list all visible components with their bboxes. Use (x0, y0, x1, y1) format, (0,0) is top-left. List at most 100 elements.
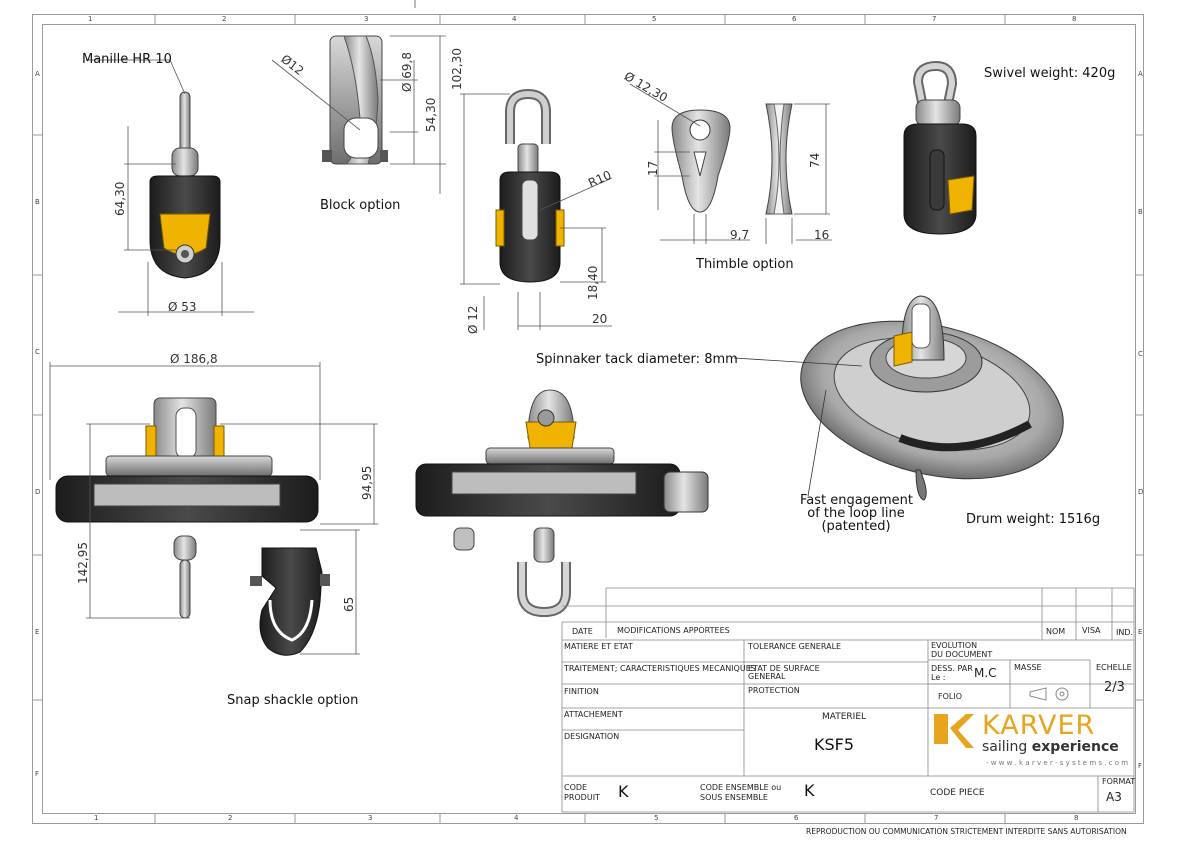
fast-engagement-line-1: Fast engagement (800, 493, 913, 508)
tb-code-produit-line-2: PRODUIT (564, 793, 600, 802)
tb-dess-2: Le : (931, 673, 946, 682)
karver-tagline-experience: experience (1031, 739, 1119, 755)
tb-dess-value: M.C (974, 666, 997, 680)
karver-tagline-sailing: sailing (982, 739, 1032, 755)
tb-masse: MASSE (1014, 663, 1042, 672)
tb-designation: DESIGNATION (564, 732, 620, 741)
tb-code-ensemble-line-2: SOUS ENSEMBLE (700, 793, 768, 802)
drum-dim-9495: 94,95 (360, 465, 374, 500)
grid-col-6-bottom: 6 (794, 814, 799, 822)
karver-tagline: sailing experience (982, 739, 1119, 755)
tb-protection: PROTECTION (748, 686, 800, 695)
manille-dim-height: 64,30 (113, 181, 127, 216)
grid-col-1: 1 (88, 15, 93, 23)
drum-dim-14295: 142,95 (76, 542, 90, 584)
grid-row-e: E (35, 628, 40, 636)
footer-notice: REPRODUCTION OU COMMUNICATION STRICTEMEN… (806, 827, 1127, 836)
tb-matiere: MATIERE ET ETAT (564, 642, 633, 651)
drum-dim-65: 65 (342, 596, 356, 612)
tb-attachement: ATTACHEMENT (564, 710, 623, 719)
swivel-dim-10230: 102,30 (450, 48, 464, 90)
grid-row-b-right: B (1138, 208, 1143, 216)
karver-brand: KARVER (982, 710, 1096, 741)
grid-row-c-right: C (1138, 350, 1143, 358)
tb-code-produit-value: K (618, 782, 629, 801)
grid-row-a-right: A (1138, 70, 1143, 78)
thimble-dim-74: 74 (808, 152, 822, 168)
grid-row-b: B (35, 198, 40, 206)
grid-col-2: 2 (222, 15, 227, 23)
drum-dim-d1868: Ø 186,8 (170, 352, 218, 366)
tb-code-piece: CODE PIECE (930, 788, 985, 798)
grid-col-4: 4 (512, 15, 517, 23)
fast-engagement-line-3: (patented) (821, 519, 891, 534)
spinnaker-label: Spinnaker tack diameter: 8mm (536, 352, 738, 367)
block-dim-5430: 54,30 (424, 97, 438, 132)
grid-col-7-bottom: 7 (934, 814, 939, 822)
tb-code-ensemble: CODE ENSEMBLE ou SOUS ENSEMBLE (700, 783, 781, 803)
thimble-label: Thimble option (696, 257, 794, 272)
thimble-dim-16: 16 (814, 228, 830, 242)
block-label: Block option (320, 198, 401, 213)
swivel-dim-d12: Ø 12 (466, 305, 480, 334)
tb-materiel: MATERIEL (822, 712, 867, 722)
tb-echelle-value: 2/3 (1104, 680, 1125, 695)
tb-code-produit: CODE PRODUIT (564, 783, 600, 803)
thimble-dim-97: 9,7 (730, 228, 750, 242)
manille-label: Manille HR 10 (82, 52, 172, 67)
thimble-dim-17: 17 (646, 160, 660, 176)
grid-col-2-bottom: 2 (228, 814, 233, 822)
block-dim-d69: Ø 69,8 (400, 52, 414, 92)
grid-row-e-right: E (1138, 628, 1143, 636)
tb-traitement: TRAITEMENT; CARACTERISTIQUES MECANIQUES (564, 664, 756, 673)
grid-col-3-bottom: 3 (368, 814, 373, 822)
tb-code-produit-line-1: CODE (564, 783, 588, 792)
swivel-dim-20: 20 (592, 312, 608, 326)
grid-col-6: 6 (792, 15, 797, 23)
grid-row-d: D (35, 488, 41, 496)
tb-dess-1: DESS. PAR (931, 664, 973, 673)
tb-nom: NOM (1046, 627, 1066, 636)
grid-col-5: 5 (652, 15, 657, 23)
karver-logo-mark (934, 714, 974, 748)
swivel-dim-1840: 18,40 (586, 265, 600, 300)
drawing-inner-frame (42, 24, 1136, 814)
tb-etat-1: ETAT DE SURFACE (748, 664, 820, 673)
drawing-outer-frame (32, 14, 1144, 824)
tb-code-ensemble-line-1: CODE ENSEMBLE ou (700, 783, 782, 792)
tb-folio: FOLIO (938, 692, 963, 701)
grid-col-8-bottom: 8 (1074, 814, 1079, 822)
drum-weight-label: Drum weight: 1516g (966, 512, 1101, 527)
grid-col-3: 3 (364, 15, 369, 23)
tb-modifications: MODIFICATIONS APPORTEES (617, 626, 730, 635)
tb-evolution-2: DU DOCUMENT (931, 650, 993, 659)
tb-tolerance: TOLERANCE GENERALE (748, 642, 842, 651)
tb-evolution-1: EVOLUTION (931, 641, 978, 650)
grid-row-f-right: F (1138, 762, 1143, 770)
tb-ind: IND. (1116, 628, 1134, 637)
fast-engagement-line-2: of the loop line (807, 506, 905, 521)
grid-row-a: A (35, 70, 40, 78)
swivel-weight-label: Swivel weight: 420g (984, 66, 1116, 81)
tb-format: FORMAT (1102, 777, 1136, 786)
grid-col-1-bottom: 1 (94, 814, 99, 822)
tb-visa: VISA (1082, 626, 1101, 635)
fast-engagement-label: Fast engagement of the loop line (patent… (800, 493, 913, 534)
grid-col-5-bottom: 5 (654, 814, 659, 822)
karver-url: - w w w . k a r v e r - s y s t e m s . … (986, 759, 1129, 767)
grid-col-7: 7 (932, 15, 937, 23)
snap-shackle-label: Snap shackle option (227, 693, 359, 708)
manille-dim-dia: Ø 53 (168, 300, 197, 314)
grid-row-f: F (35, 770, 40, 778)
tb-code-ensemble-value: K (804, 781, 815, 800)
tb-format-value: A3 (1106, 790, 1122, 804)
grid-col-4-bottom: 4 (514, 814, 519, 822)
tb-materiel-value: KSF5 (814, 735, 855, 754)
grid-col-8: 8 (1072, 15, 1077, 23)
grid-row-c: C (35, 348, 40, 356)
tb-finition: FINITION (564, 687, 599, 696)
tb-date: DATE (572, 627, 593, 636)
tb-echelle: ECHELLE (1096, 663, 1132, 672)
grid-row-d-right: D (1138, 488, 1144, 496)
